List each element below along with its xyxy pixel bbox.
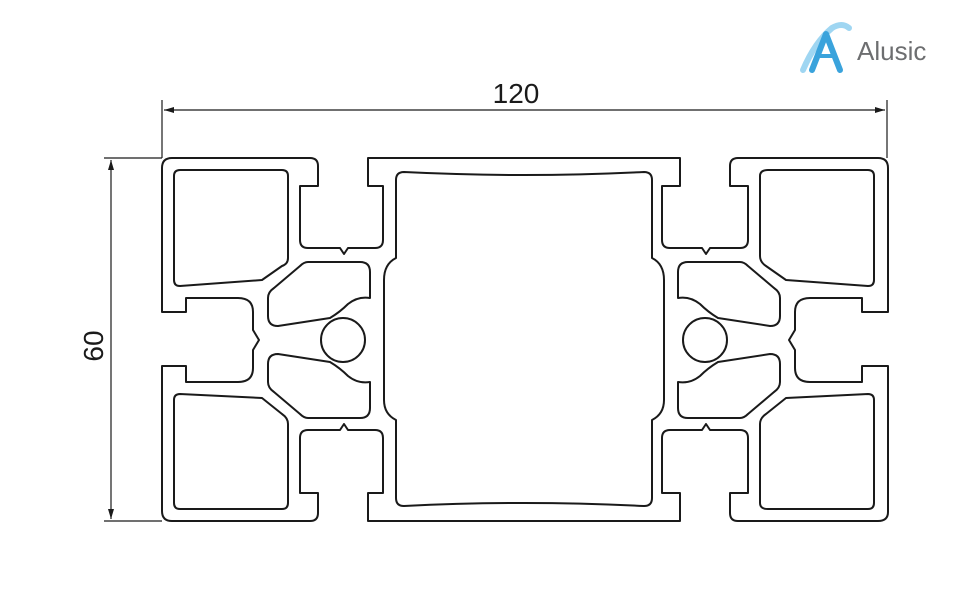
width-dimension: 120 — [161, 78, 888, 158]
width-label: 120 — [493, 78, 540, 109]
logo-mark-icon — [800, 22, 852, 73]
left-upper-cavity — [173, 169, 289, 287]
outer-contour — [161, 157, 889, 522]
left-lower-cavity — [173, 393, 289, 510]
height-label: 60 — [78, 330, 109, 361]
left-core-lower — [267, 353, 371, 419]
brand-logo: Alusic — [800, 22, 926, 73]
right-core-lower — [677, 353, 781, 419]
brand-name: Alusic — [857, 36, 926, 66]
height-dimension: 60 — [78, 157, 162, 522]
central-cavity — [383, 171, 665, 507]
right-lower-cavity — [759, 393, 875, 510]
profile-cross-section — [161, 157, 889, 522]
left-screw-channel — [320, 317, 366, 363]
left-core-upper — [267, 261, 371, 327]
right-screw-channel — [682, 317, 728, 363]
right-upper-cavity — [759, 169, 875, 287]
right-core-upper — [677, 261, 781, 327]
